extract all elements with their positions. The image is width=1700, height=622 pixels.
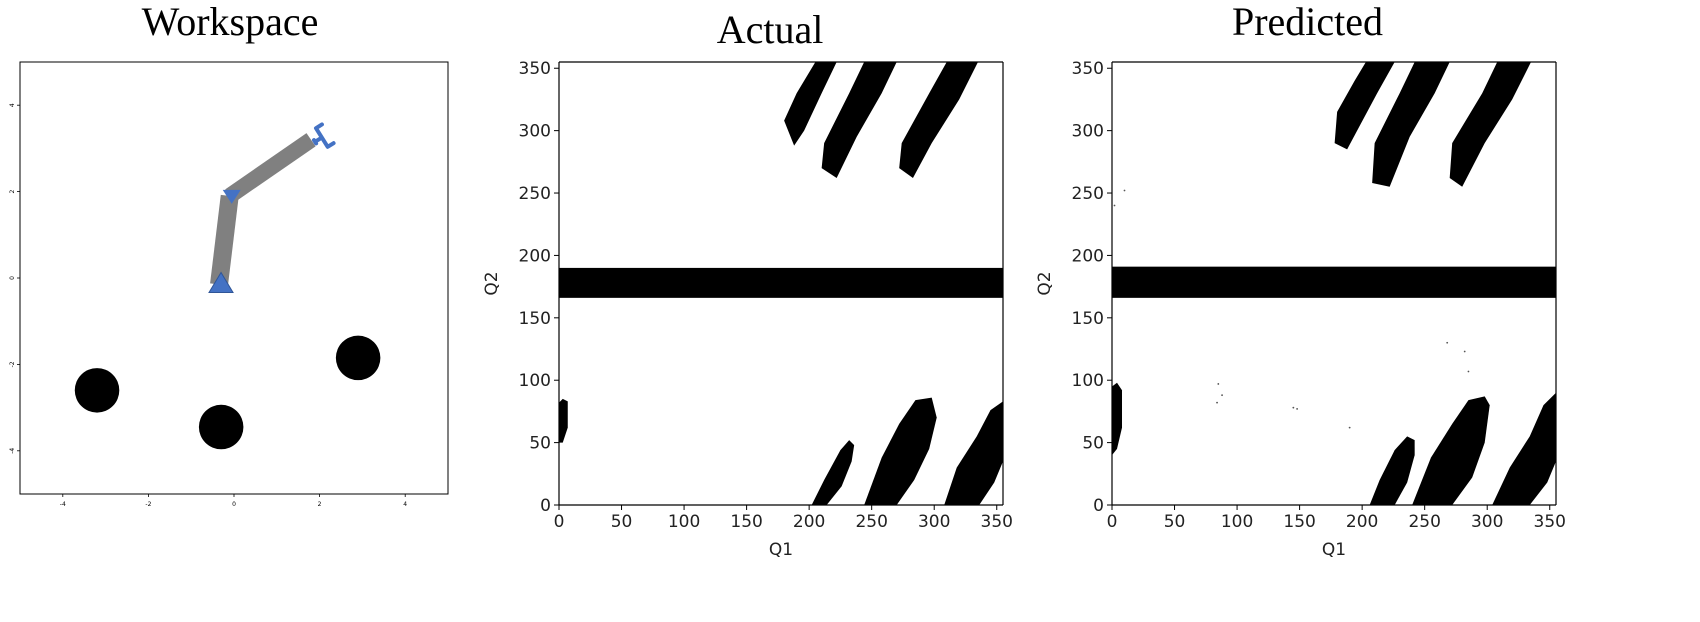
workspace-y-tick-label: 0 <box>9 276 16 280</box>
x-tick-label: 50 <box>1164 512 1186 532</box>
y-tick-label: 300 <box>519 122 551 142</box>
workspace-y-tick-label: 4 <box>9 103 16 107</box>
upper-right-stripe <box>899 62 978 179</box>
upper-left-stripe <box>1334 62 1395 150</box>
x-tick-label: 200 <box>793 512 825 532</box>
x-tick-label: 250 <box>855 512 887 532</box>
base-joint-icon <box>208 271 234 293</box>
obstacle-right <box>335 335 381 381</box>
x-tick-label: 250 <box>1408 512 1440 532</box>
y-tick-label: 200 <box>1072 246 1104 266</box>
lower-right-stripe <box>1492 392 1556 505</box>
y-tick-label: 350 <box>519 59 551 79</box>
y-tick-label: 100 <box>1072 371 1104 391</box>
actual-title: Actual <box>716 7 824 52</box>
lower-middle-stripe <box>864 397 937 505</box>
upper-right-stripe <box>1449 62 1531 187</box>
x-axis-label: Q1 <box>769 540 793 560</box>
obstacle-left <box>74 368 120 413</box>
prediction-noise-dot <box>1123 189 1126 192</box>
x-tick-label: 100 <box>668 512 700 532</box>
collision-band <box>559 267 1003 298</box>
y-tick-label: 300 <box>1072 122 1104 142</box>
y-tick-label: 350 <box>1072 59 1104 79</box>
prediction-noise-dot <box>1296 408 1299 410</box>
prediction-noise-dot <box>1463 350 1466 353</box>
arm-link-2 <box>225 133 316 203</box>
y-tick-label: 0 <box>1093 496 1104 516</box>
lower-right-stripe <box>944 401 1003 505</box>
y-tick-label: 200 <box>519 246 551 266</box>
x-tick-label: 300 <box>1471 512 1503 532</box>
lower-middle-stripe <box>1412 396 1490 505</box>
y-axis-label: Q2 <box>1035 271 1055 295</box>
left-edge-blob <box>1112 382 1123 456</box>
x-tick-label: 100 <box>1221 512 1253 532</box>
y-tick-label: 50 <box>529 434 551 454</box>
actual-cspace-plot: 0 50 100 150 200 250 300 350 0 50 100 150 200 250 300 3… <box>482 59 1013 560</box>
lower-left-stripe <box>1369 436 1415 505</box>
y-tick-label: 50 <box>1082 434 1104 454</box>
predicted-title: Predicted <box>1231 0 1384 44</box>
prediction-noise-dot <box>1217 383 1220 385</box>
x-tick-label: 150 <box>1283 512 1315 532</box>
upper-left-stripe <box>784 62 837 146</box>
workspace-x-tick-label: -2 <box>145 501 151 508</box>
upper-middle-stripe <box>1372 62 1450 187</box>
workspace-y-tick-label: 2 <box>9 190 16 194</box>
arm-link-1 <box>210 194 239 286</box>
x-tick-label: 350 <box>1534 512 1566 532</box>
x-tick-label: 50 <box>611 512 633 532</box>
y-tick-label: 0 <box>540 496 551 516</box>
y-tick-label: 250 <box>1072 184 1104 204</box>
prediction-noise-dot <box>1446 341 1449 344</box>
y-axis-label: Q2 <box>482 271 502 295</box>
workspace-title: Workspace <box>141 0 319 44</box>
x-tick-label: 350 <box>981 512 1013 532</box>
prediction-noise-dot <box>1292 406 1295 409</box>
x-tick-label: 300 <box>918 512 950 532</box>
y-tick-label: 150 <box>519 309 551 329</box>
prediction-noise-dot <box>1221 394 1223 397</box>
workspace-x-tick-label: -4 <box>60 501 66 508</box>
prediction-noise-dot <box>1113 204 1116 207</box>
x-tick-label: 200 <box>1346 512 1378 532</box>
upper-middle-stripe <box>821 62 897 179</box>
workspace-x-tick-label: 4 <box>403 501 407 508</box>
predicted-cspace-plot: 0 50 100 150 200 250 300 350 0 50 100 150 200 250 300 3… <box>1035 59 1566 560</box>
x-tick-label: 150 <box>730 512 762 532</box>
workspace-plot: -4 -2 0 2 4 4 2 0 -2 -4 <box>9 61 449 508</box>
workspace-y-tick-label: -4 <box>9 448 16 454</box>
elbow-joint-icon <box>222 189 241 204</box>
prediction-noise-dot <box>1348 426 1351 429</box>
y-tick-label: 100 <box>519 371 551 391</box>
y-tick-label: 250 <box>519 184 551 204</box>
prediction-noise-dot <box>1467 370 1470 373</box>
x-tick-label: 0 <box>554 512 565 532</box>
lower-left-stripe <box>811 440 855 505</box>
collision-band <box>1112 266 1556 298</box>
y-tick-label: 150 <box>1072 309 1104 329</box>
workspace-x-tick-label: 2 <box>318 501 322 508</box>
left-edge-blob <box>559 398 568 443</box>
x-tick-label: 0 <box>1107 512 1118 532</box>
workspace-x-tick-label: 0 <box>232 501 236 508</box>
gripper-icon <box>311 122 336 149</box>
prediction-noise-dot <box>1216 401 1218 404</box>
obstacle-middle <box>198 404 244 450</box>
workspace-y-tick-label: -2 <box>9 361 16 367</box>
x-axis-label: Q1 <box>1322 540 1346 560</box>
